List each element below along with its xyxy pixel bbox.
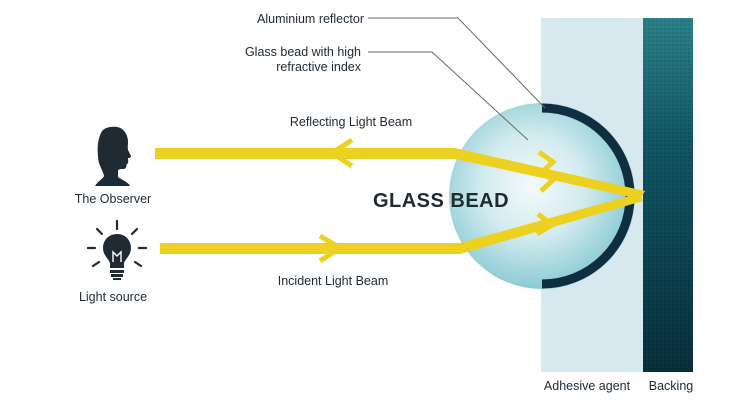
glass-bead-caption-line2: refractive index <box>276 60 362 74</box>
glass-bead-title: GLASS BEAD <box>373 190 509 212</box>
reflecting-beam-label: Reflecting Light Beam <box>290 115 412 129</box>
internal-arrow-lower-right <box>537 167 557 193</box>
beam-arrows <box>318 137 557 264</box>
person-head-icon <box>95 126 131 186</box>
aluminium-reflector-label: Aluminium reflector <box>257 12 364 26</box>
incident-beam-band <box>160 243 460 254</box>
internal-arrow-lower <box>535 212 557 237</box>
reflecting-beam-band <box>155 148 455 159</box>
incident-beam-label: Incident Light Beam <box>278 274 389 288</box>
glass-bead-caption-line1: Glass bead with high <box>245 45 361 59</box>
light-bulb-icon <box>86 219 148 280</box>
incident-arrow <box>318 233 345 264</box>
adhesive-agent-label: Adhesive agent <box>544 379 631 393</box>
light-source-label: Light source <box>79 290 147 304</box>
reflecting-arrow <box>327 137 354 169</box>
backing-layer <box>643 18 693 372</box>
internal-arrow-upper-left <box>537 149 557 175</box>
bead-leader <box>368 51 529 141</box>
leader-lines <box>368 17 546 141</box>
observer-label: The Observer <box>75 192 151 206</box>
backing-label: Backing <box>649 379 694 393</box>
reflecting-beam-internal <box>455 148 645 199</box>
reflector-leader <box>368 17 546 109</box>
